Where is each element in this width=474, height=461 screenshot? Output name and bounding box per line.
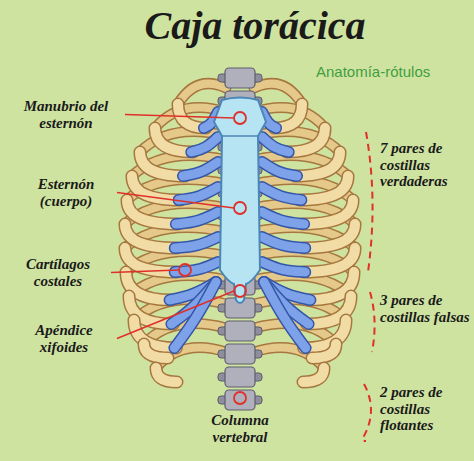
pointer-dot [234, 112, 246, 124]
rib-outline [127, 200, 178, 224]
rib-outline [303, 224, 355, 248]
leader-lines [111, 112, 246, 404]
pointer-dot [179, 264, 191, 276]
costal-cartilage [183, 162, 218, 176]
rib [125, 224, 177, 248]
costal-cartilage [174, 282, 216, 348]
costal-cartilage [262, 187, 301, 200]
back-ribs [125, 84, 355, 368]
dashed-bracket [366, 132, 373, 272]
rib-outline [303, 248, 355, 272]
rib-outline [125, 224, 177, 248]
pointer-dot [234, 285, 246, 297]
vertebra-body [225, 321, 255, 341]
subtitle: Anatomía-rótulos [316, 64, 468, 81]
rib-group-label: 3 pares de costillas falsas [380, 292, 470, 325]
rib [303, 224, 355, 248]
vertebra-body [225, 390, 255, 410]
rib [303, 368, 324, 382]
costal-cartilage [176, 212, 218, 224]
rib-brackets [362, 132, 374, 441]
rib [125, 248, 177, 272]
rib-outline [125, 248, 177, 272]
sternum [214, 98, 266, 304]
part-label: Apéndice xifoides [14, 322, 114, 355]
vertebra-body [225, 68, 255, 88]
leader-line [117, 291, 234, 339]
costal-cartilage-outline [262, 137, 289, 152]
leader-line [125, 115, 234, 119]
costal-cartilage [262, 262, 305, 272]
rib-outline [156, 368, 177, 382]
rib [132, 176, 181, 200]
costal-cartilage-outline [262, 212, 304, 224]
rib [302, 200, 353, 224]
rib-group-label: 7 pares de costillas verdaderas [380, 140, 470, 190]
dashed-bracket [370, 292, 375, 352]
costal-cartilage-outline [175, 237, 218, 248]
costal-cartilage [262, 162, 297, 176]
rib [303, 248, 355, 272]
part-label: Manubrio del esternón [10, 98, 122, 131]
costal-cartilage-outline [262, 187, 301, 200]
pointer-dot [234, 202, 246, 214]
rib-outline [132, 176, 181, 200]
rib [156, 368, 177, 382]
title: Caja torácica [110, 4, 400, 48]
pointer-dot [234, 392, 246, 404]
dashed-bracket [362, 384, 371, 441]
rib-outline [299, 176, 348, 200]
costal-cartilage-outline [262, 262, 305, 272]
leader-line [117, 193, 234, 209]
costal-cartilage-outline [175, 262, 218, 272]
part-label: Columna vertebral [190, 412, 290, 445]
costal-cartilage-outline [262, 162, 297, 176]
costal-cartilage-outline [174, 282, 216, 348]
part-label: Cartílagos costales [8, 256, 108, 289]
costal-cartilage [191, 137, 218, 152]
costal-cartilage-outline [183, 162, 218, 176]
costal-cartilage-outline [262, 237, 305, 248]
costal-cartilage [175, 237, 218, 248]
rib-outline [312, 344, 336, 358]
costal-cartilage [262, 212, 304, 224]
costal-cartilage [175, 262, 218, 272]
rib-outline [144, 344, 168, 358]
costal-cartilage-outline [179, 187, 218, 200]
rib-outline [303, 368, 324, 382]
vertebra-body [225, 344, 255, 364]
costal-cartilage-outline [264, 282, 306, 348]
costal-cartilage [262, 237, 305, 248]
rib [127, 200, 178, 224]
rib [144, 344, 168, 358]
rib [299, 176, 348, 200]
leader-line [111, 270, 179, 273]
costal-cartilage [262, 137, 289, 152]
rib-group-label: 2 pares de costillas flotantes [380, 384, 470, 434]
sternum-joint [222, 135, 258, 137]
part-label: Esternón (cuerpo) [18, 176, 114, 209]
rib [312, 344, 336, 358]
costal-cartilage [264, 282, 306, 348]
rib-outline [302, 200, 353, 224]
vertebra-body [225, 367, 255, 387]
costal-cartilage-outline [176, 212, 218, 224]
costal-cartilage-outline [191, 137, 218, 152]
costal-cartilage [179, 187, 218, 200]
